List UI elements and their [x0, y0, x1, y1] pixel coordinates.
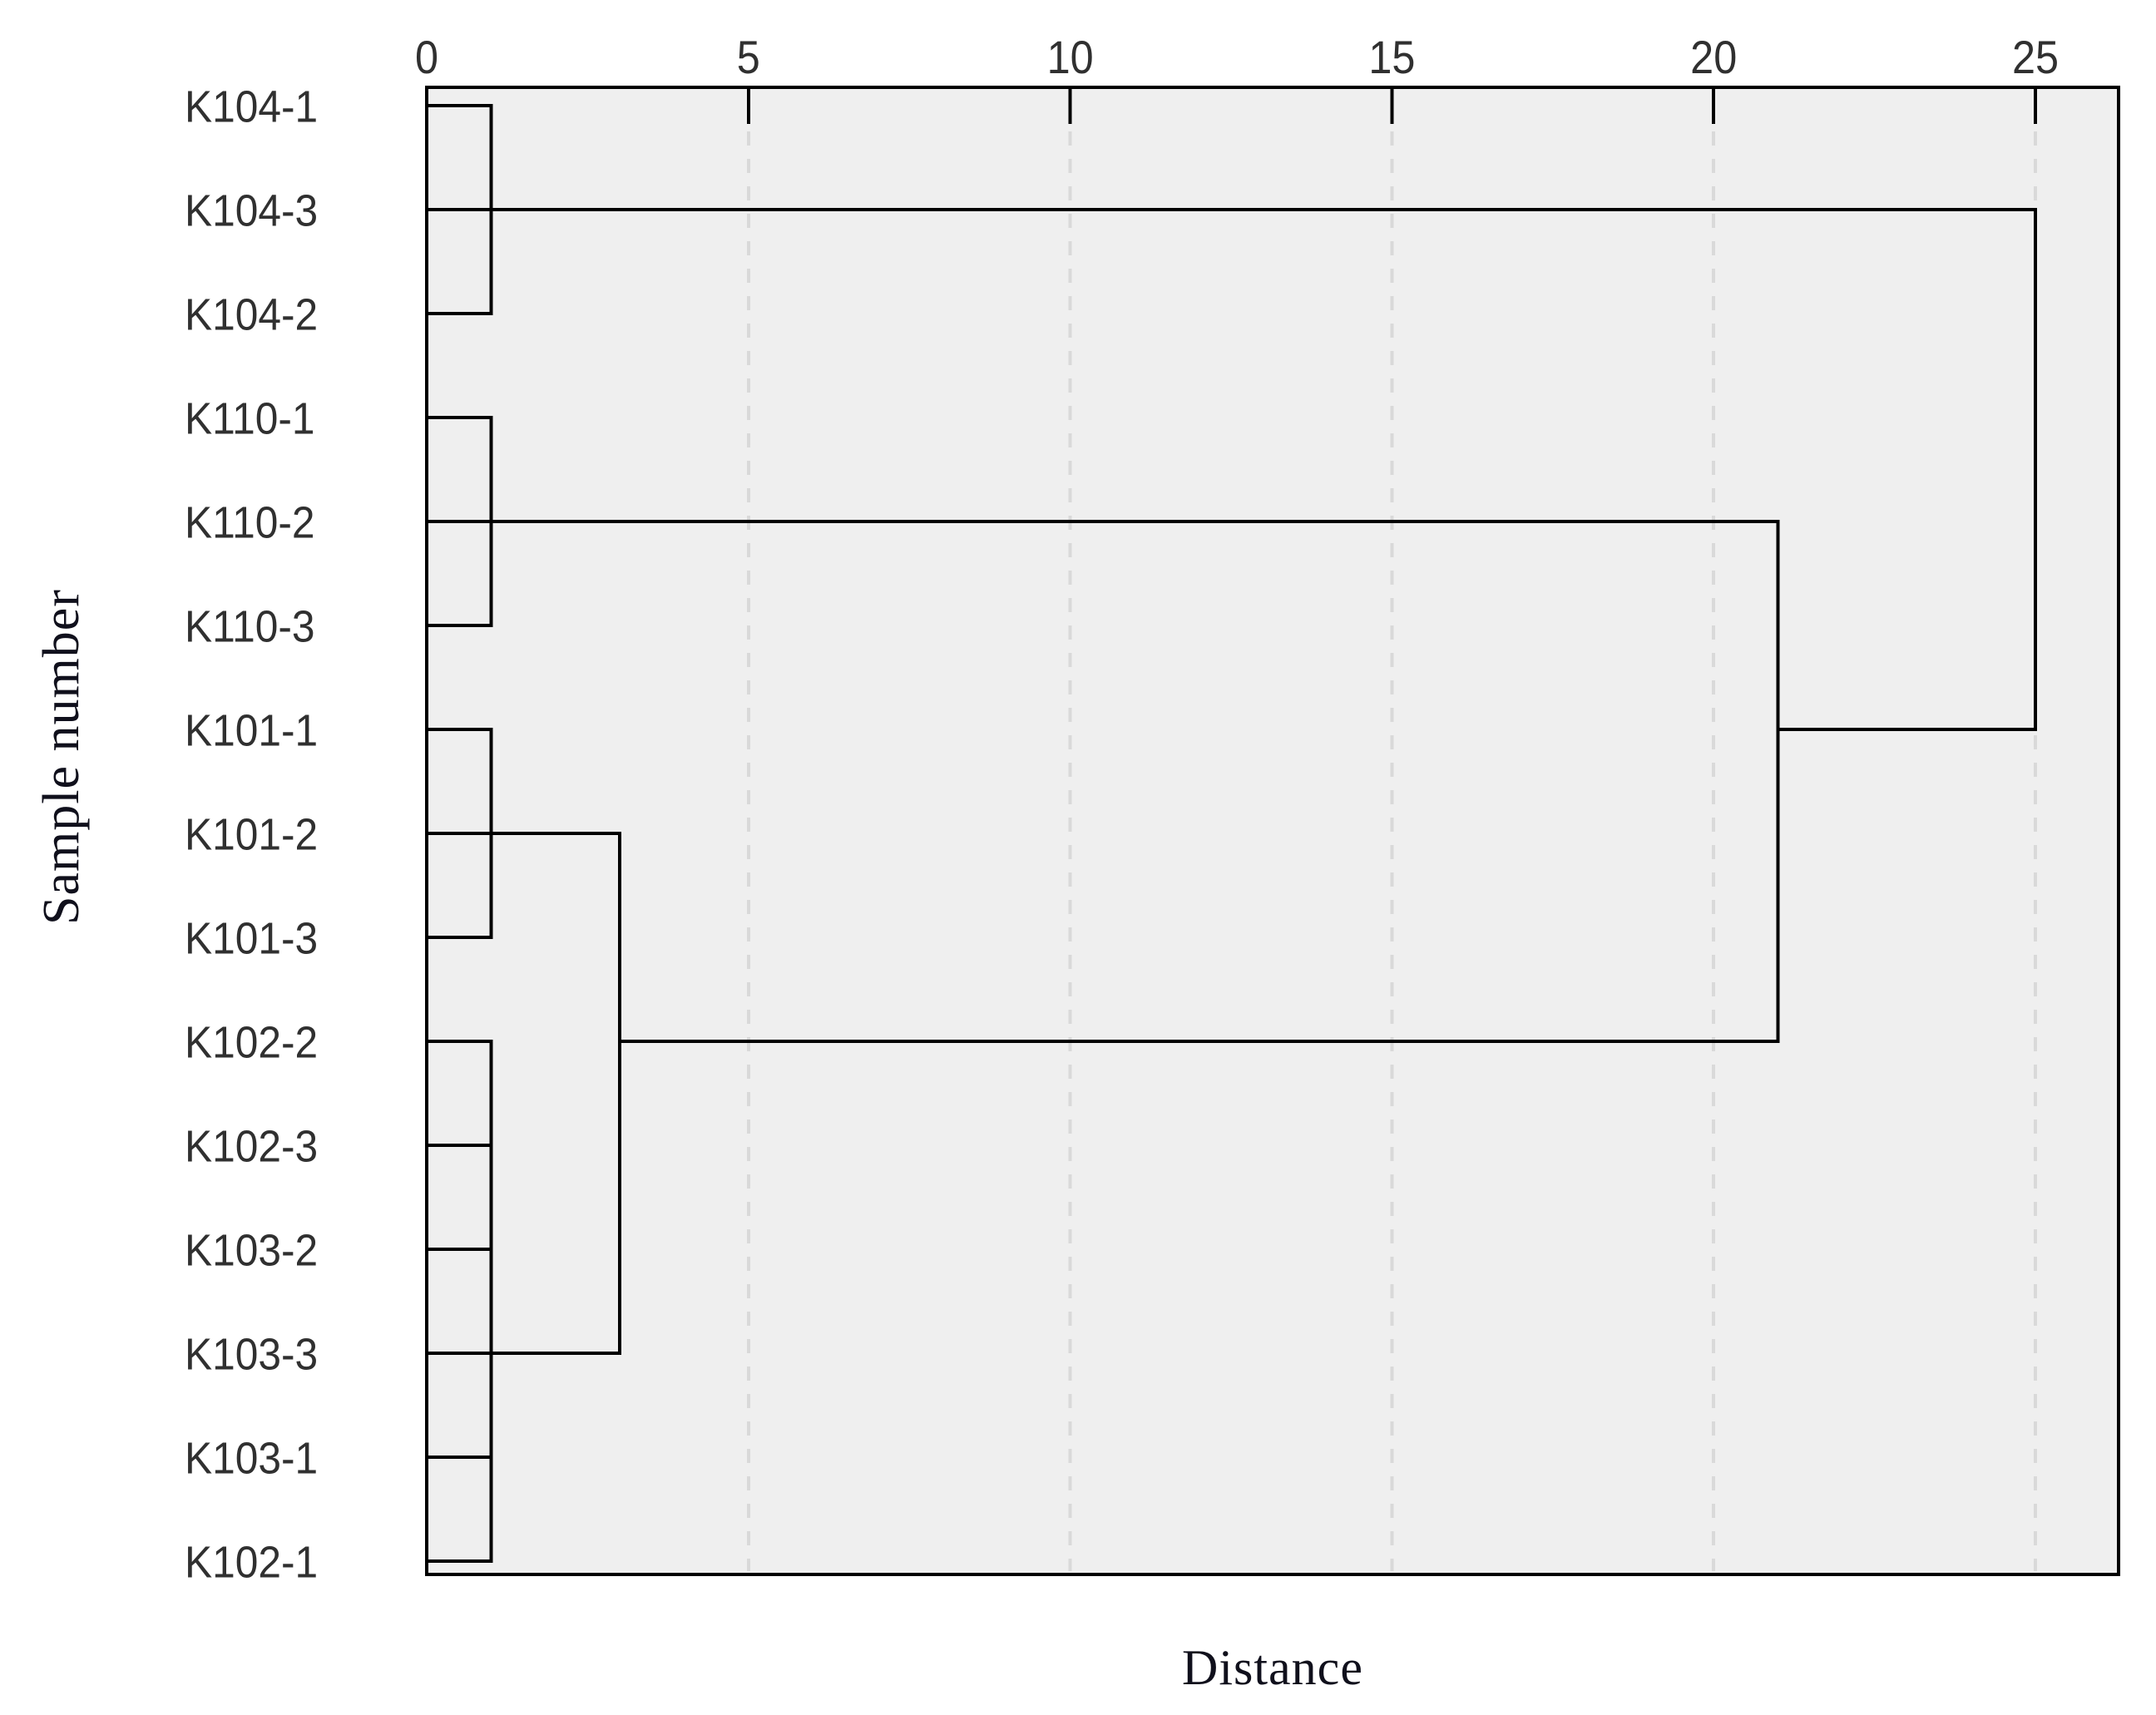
y-axis-title: Sample number — [32, 589, 90, 925]
plot-frame — [425, 86, 2120, 1576]
row-label-K110-1: K110-1 — [185, 393, 314, 443]
row-label-K104-3: K104-3 — [185, 185, 318, 235]
row-label-K103-2: K103-2 — [185, 1225, 318, 1275]
row-label-K101-2: K101-2 — [185, 809, 318, 859]
row-label-K104-1: K104-1 — [185, 82, 318, 131]
tick-label-10: 10 — [1047, 32, 1094, 84]
x-axis-title: Distance — [1182, 1640, 1363, 1695]
row-label-K102-3: K102-3 — [185, 1121, 318, 1171]
tick-label-15: 15 — [1368, 32, 1415, 84]
tick-label-20: 20 — [1690, 32, 1737, 84]
tick-label-0: 0 — [415, 32, 438, 84]
row-label-K101-1: K101-1 — [185, 705, 318, 755]
row-label-K102-2: K102-2 — [185, 1017, 318, 1067]
row-label-K103-3: K103-3 — [185, 1329, 318, 1379]
row-label-K103-1: K103-1 — [185, 1433, 318, 1483]
plot-area-background — [427, 87, 2119, 1574]
row-label-K104-2: K104-2 — [185, 289, 318, 339]
tick-label-25: 25 — [2012, 32, 2059, 84]
tick-label-5: 5 — [737, 32, 760, 84]
row-label-K101-3: K101-3 — [185, 913, 318, 963]
row-label-K110-3: K110-3 — [185, 601, 314, 651]
row-label-K102-1: K102-1 — [185, 1537, 318, 1587]
row-label-K110-2: K110-2 — [185, 497, 314, 547]
